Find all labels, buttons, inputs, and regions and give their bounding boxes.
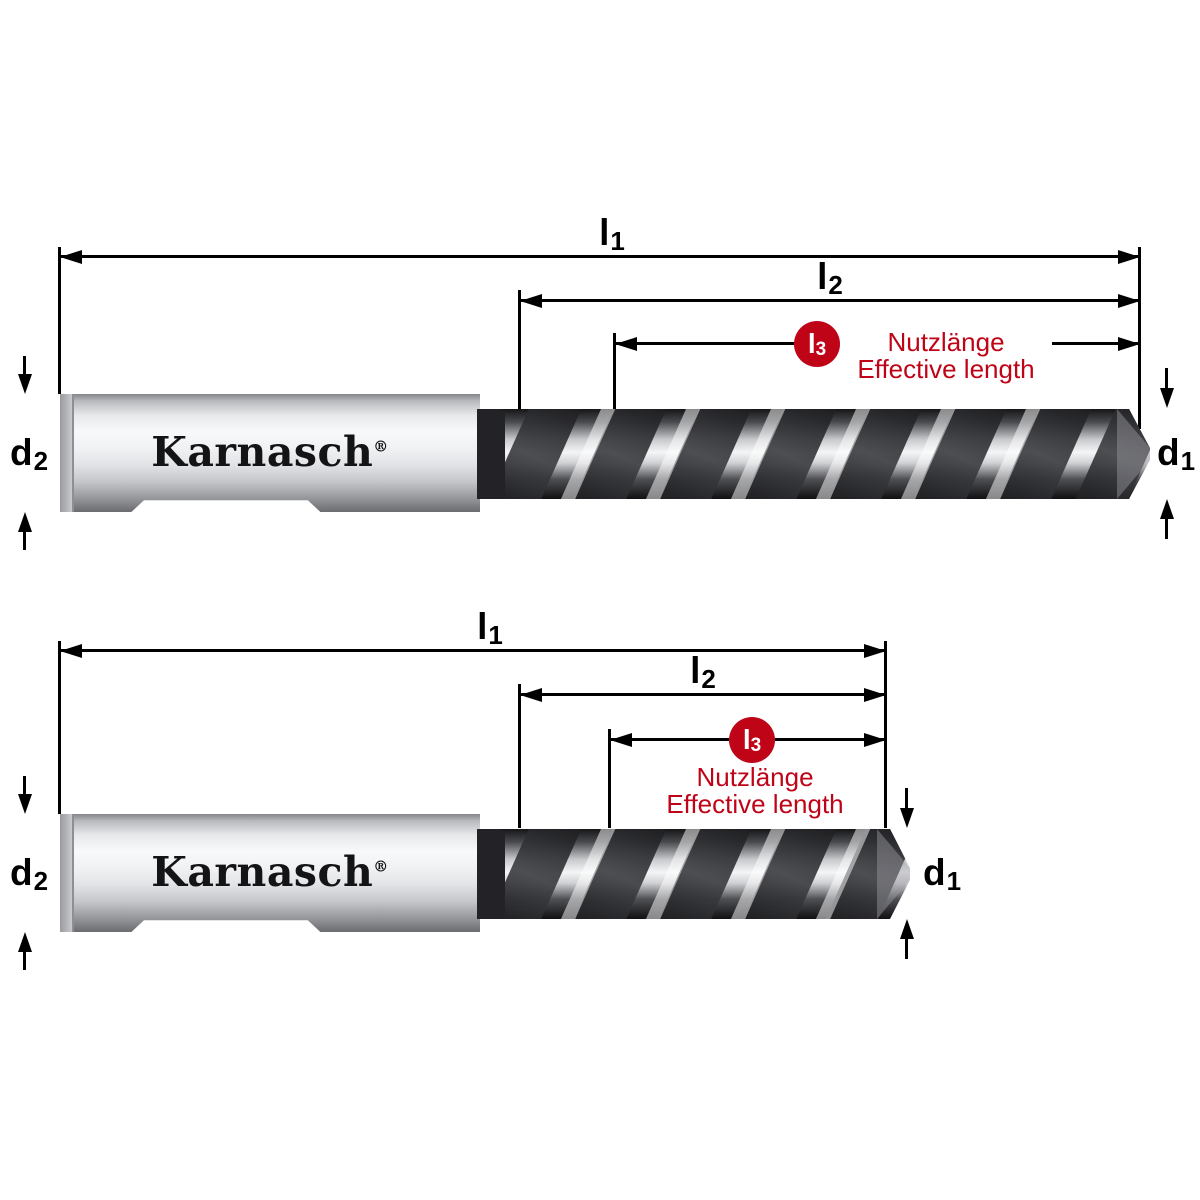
- brand-wordmark: Karnasch: [151, 428, 374, 477]
- fig2-d1-arrow-up-icon: [900, 919, 914, 939]
- fig2-d2-label: d2: [2, 852, 56, 896]
- d1-subscript: 1: [1180, 446, 1196, 476]
- fig1-l2-extension-line: [518, 290, 521, 409]
- l3-subscript: 3: [750, 734, 762, 756]
- d1-symbol: d: [1156, 432, 1180, 473]
- d2-subscript: 2: [33, 446, 49, 476]
- fig2-l1-label: l1: [428, 606, 552, 650]
- fig1-d1-leader-top: [1165, 368, 1168, 388]
- fig1-d2-arrow-down-icon: [18, 374, 32, 394]
- fig1-l3-dim-line-left: [615, 342, 795, 345]
- fig2-l3-arrow-left-icon: [610, 733, 632, 747]
- l2-subscript: 2: [828, 270, 843, 300]
- fig2-l1-arrow-right-icon: [864, 644, 886, 658]
- fig2-extension-line-left: [58, 641, 61, 814]
- fig1-extension-line-left: [58, 247, 61, 394]
- fig1-d2-label: d2: [2, 432, 56, 476]
- fig2-drill-shank: Karnasch®: [60, 814, 480, 932]
- fig1-l2-arrow-left-icon: [520, 294, 542, 308]
- fig1-l1-arrow-left-icon: [60, 250, 82, 264]
- note-de: Nutzlänge: [696, 762, 814, 792]
- fig1-d1-leader-bottom: [1165, 519, 1168, 539]
- fig1-l1-dim-line: [60, 255, 1140, 258]
- fig2-l3-extension-line: [608, 729, 611, 828]
- fig2-drill-flute: [477, 829, 910, 919]
- l2-subscript: 2: [701, 664, 716, 694]
- registered-mark: ®: [373, 437, 389, 456]
- fig2-d2-arrow-up-icon: [18, 932, 32, 952]
- fig2-l2-dim-line: [520, 693, 886, 696]
- fig2-d1-leader-top: [905, 788, 908, 808]
- fig2-l1-arrow-left-icon: [60, 644, 82, 658]
- fig2-shank-end-cap: [60, 814, 74, 932]
- fig1-d1-arrow-up-icon: [1160, 499, 1174, 519]
- l3-subscript: 3: [815, 338, 827, 360]
- fig1-effective-length-note: Nutzlänge Effective length: [843, 329, 1049, 383]
- fig1-l1-label: l1: [550, 212, 674, 256]
- fig2-d2-arrow-down-icon: [18, 794, 32, 814]
- l1-subscript: 1: [610, 226, 625, 256]
- fig2-l2-arrow-right-icon: [864, 688, 886, 702]
- l2-symbol: l: [690, 650, 701, 691]
- fig1-l3-arrow-left-icon: [615, 337, 637, 351]
- fig2-d2-leader-bottom: [23, 952, 26, 970]
- fig1-l1-arrow-right-icon: [1118, 250, 1140, 264]
- fig1-d2-leader-top: [23, 356, 26, 374]
- fig2-effective-length-note: Nutzlänge Effective length: [650, 764, 860, 818]
- l3-symbol: l: [807, 328, 816, 359]
- brand-wordmark: Karnasch: [151, 848, 374, 897]
- fig2-l3-arrow-right-icon: [864, 733, 886, 747]
- l1-subscript: 1: [488, 620, 503, 650]
- l2-symbol: l: [817, 256, 828, 297]
- note-de: Nutzlänge: [887, 327, 1005, 357]
- fig1-l2-label: l2: [768, 256, 892, 300]
- d1-subscript: 1: [946, 866, 962, 896]
- fig1-drill-shank: Karnasch®: [60, 394, 480, 512]
- note-en: Effective length: [666, 789, 844, 819]
- fig1-l2-arrow-right-icon: [1118, 294, 1140, 308]
- d2-symbol: d: [9, 432, 33, 473]
- registered-mark: ®: [373, 857, 389, 876]
- d1-symbol: d: [922, 852, 946, 893]
- fig2-d1-leader-bottom: [905, 939, 908, 959]
- fig2-d1-arrow-down-icon: [900, 808, 914, 828]
- fig1-d1-arrow-down-icon: [1160, 388, 1174, 408]
- d2-symbol: d: [9, 852, 33, 893]
- note-en: Effective length: [857, 354, 1035, 384]
- fig2-l3-dim-line-right: [775, 738, 886, 741]
- fig1-d2-arrow-up-icon: [18, 512, 32, 532]
- fig2-d1-label: d1: [918, 852, 966, 896]
- d2-subscript: 2: [33, 866, 49, 896]
- fig2-l3-dim-line-left: [610, 738, 729, 741]
- fig1-brand-logo: Karnasch®: [60, 428, 480, 476]
- fig1-l3-dim-line-right: [1052, 342, 1140, 345]
- fig1-d1-label: d1: [1152, 432, 1200, 476]
- fig2-brand-logo: Karnasch®: [60, 848, 480, 896]
- l3-symbol: l: [742, 724, 751, 755]
- fig1-d2-leader-bottom: [23, 532, 26, 550]
- fig1-l3-extension-line: [613, 333, 616, 409]
- fig1-shank-end-cap: [60, 394, 74, 512]
- fig1-l2-dim-line: [520, 299, 1140, 302]
- fig2-l1-dim-line: [60, 649, 886, 652]
- fig1-l3-arrow-right-icon: [1118, 337, 1140, 351]
- fig2-l2-label: l2: [641, 650, 765, 694]
- l1-symbol: l: [477, 606, 488, 647]
- l1-symbol: l: [599, 212, 610, 253]
- fig2-d2-leader-top: [23, 776, 26, 794]
- fig1-drill-flute: [477, 409, 1150, 499]
- fig2-l2-extension-line: [518, 684, 521, 828]
- fig2-l2-arrow-left-icon: [520, 688, 542, 702]
